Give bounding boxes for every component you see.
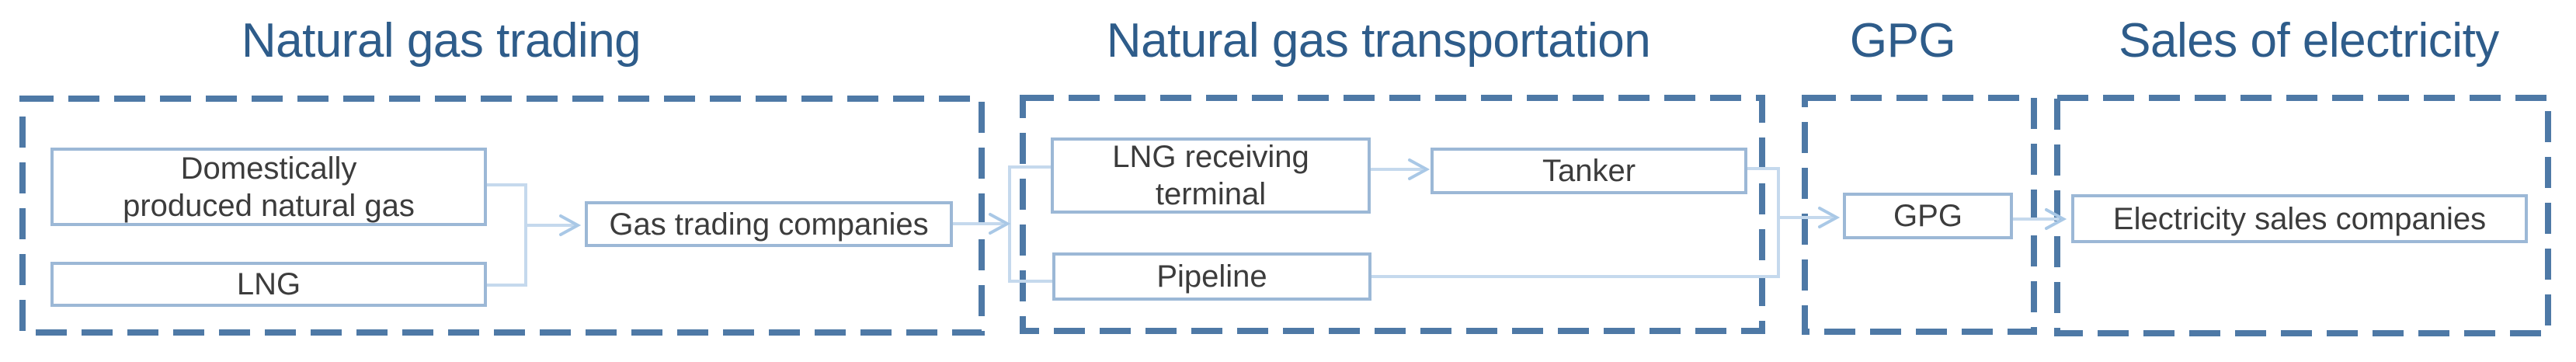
node-label-line: terminal xyxy=(1155,177,1267,211)
node-label-line: produced natural gas xyxy=(123,188,415,223)
connector-domestic-and-lng-to-gas-trading xyxy=(487,183,575,287)
node-label: GPG xyxy=(1893,199,1962,233)
section-title-gpg: GPG xyxy=(1849,14,1956,68)
node-label: Gas trading companies xyxy=(609,207,929,242)
connector-tanker-and-pipeline-to-gpg xyxy=(1371,167,1833,278)
arrowhead-into-transport-split xyxy=(989,213,1011,235)
node-lng: LNG xyxy=(50,262,487,307)
node-label: Electricity sales companies xyxy=(2112,201,2487,236)
node-label-line: LNG receiving xyxy=(1112,140,1309,174)
node-electricity-sales-companies: Electricity sales companies xyxy=(2071,194,2528,243)
arrowhead-into-gas-trading xyxy=(559,214,582,236)
node-tanker: Tanker xyxy=(1431,148,1747,194)
connector-gas-trading-to-split xyxy=(953,165,1052,283)
section-title-natural-gas-transportation: Natural gas transportation xyxy=(1106,14,1651,68)
node-lng-receiving-terminal: LNG receiving terminal xyxy=(1051,137,1371,214)
section-box-natural-gas-trading xyxy=(19,96,985,336)
node-domestically-produced-natural-gas: Domestically produced natural gas xyxy=(50,148,487,226)
node-label-line: Domestically xyxy=(180,151,357,186)
arrowhead-into-electricity-sales xyxy=(2045,208,2067,230)
arrowhead-into-tanker xyxy=(1408,158,1431,180)
node-pipeline: Pipeline xyxy=(1052,252,1371,301)
arrowhead-into-gpg xyxy=(1818,207,1841,228)
node-gas-trading-companies: Gas trading companies xyxy=(585,201,953,247)
node-label: Pipeline xyxy=(1156,259,1267,294)
section-title-natural-gas-trading: Natural gas trading xyxy=(241,14,641,68)
node-gpg: GPG xyxy=(1843,193,2013,239)
section-box-natural-gas-transportation xyxy=(1020,95,1765,334)
node-label: LNG xyxy=(236,267,301,301)
section-box-gpg xyxy=(1802,95,2037,335)
node-label: Tanker xyxy=(1542,154,1636,188)
section-title-sales-of-electricity: Sales of electricity xyxy=(2119,14,2499,68)
